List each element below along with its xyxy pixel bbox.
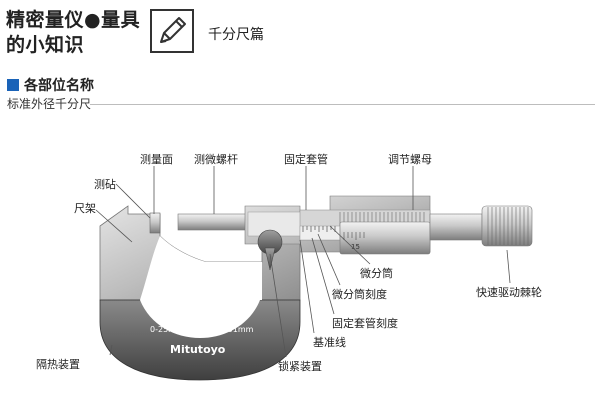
heat-insulator: [99, 299, 301, 381]
section-title: 各部位名称: [24, 78, 94, 94]
label-sleeve-scale: 固定套管刻度: [332, 317, 398, 330]
page-title-line2: 的小知识: [6, 34, 85, 56]
label-reference-line: 基准线: [313, 336, 346, 349]
label-frame: 尺架: [74, 202, 96, 215]
label-measuring-face: 测量面: [140, 153, 173, 166]
pencil-icon: [150, 9, 194, 53]
label-adjusting-nut: 调节螺母: [388, 153, 432, 166]
ratchet: [481, 205, 533, 247]
label-anvil: 测砧: [94, 178, 116, 191]
divider: [90, 104, 595, 105]
label-lock: 锁紧装置: [278, 360, 322, 373]
frame-range-text: 0-25mm: [150, 325, 184, 334]
section-subtitle: 标准外径千分尺: [7, 97, 92, 111]
label-sleeve: 固定套管: [284, 153, 328, 166]
page-subtitle: 千分尺篇: [208, 27, 264, 43]
page-title-line1: 精密量仪●量具: [6, 9, 141, 31]
label-thimble: 微分筒: [360, 267, 393, 280]
label-ratchet: 快速驱动棘轮: [476, 286, 542, 299]
frame-resolution-text: 0.01mm: [220, 325, 254, 334]
label-thimble-scale: 微分筒刻度: [332, 288, 387, 301]
brand-logo: Mitutoyo: [170, 343, 226, 356]
section-marker: [7, 79, 19, 91]
label-spindle: 测微螺杆: [194, 153, 238, 166]
spindle: [177, 213, 251, 231]
page-title: 精密量仪●量具 的小知识: [6, 8, 140, 58]
thimble-digits: 15: [351, 243, 360, 251]
anvil: [149, 212, 161, 234]
label-heat-insulator: 隔热装置: [36, 358, 80, 371]
